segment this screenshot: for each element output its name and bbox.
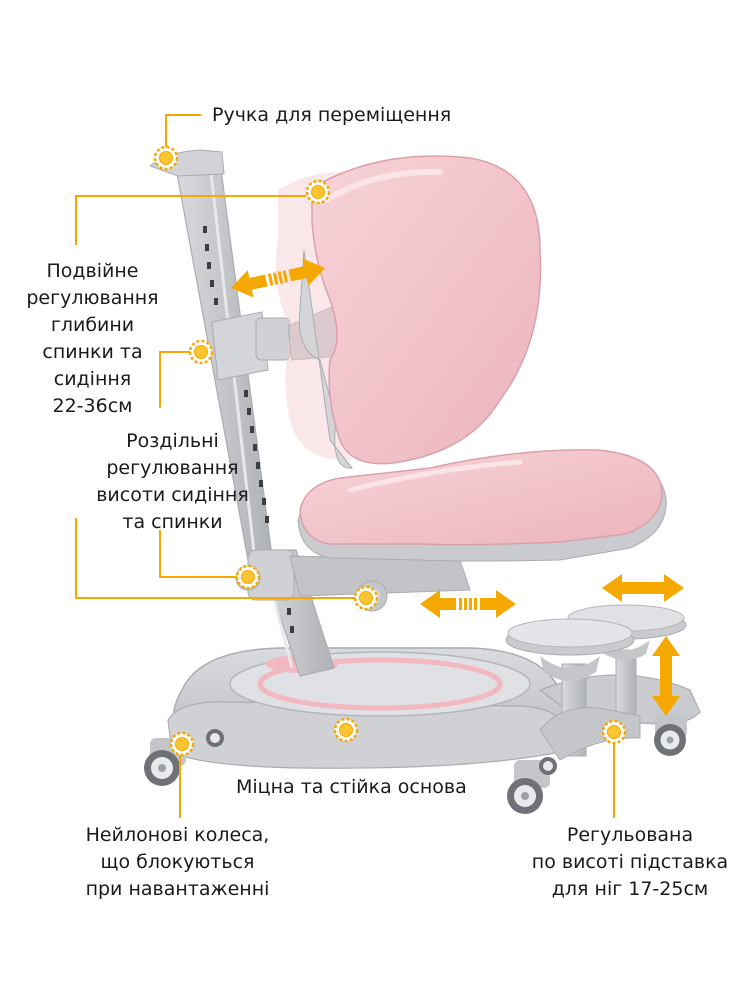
callout-footrest-line: по висоті підставка [531, 851, 729, 873]
sun-marker-icon [153, 145, 179, 171]
callout-height-line: та спинки [122, 511, 223, 533]
callout-wheels-line: Нейлонові колеса, [85, 824, 270, 846]
callout-depth-line: 22-36см [52, 395, 133, 417]
sun-marker-icon [188, 339, 214, 365]
sun-marker-icon [169, 731, 195, 757]
sun-marker-icon [353, 585, 379, 611]
height-column [148, 149, 471, 677]
callout-base: Міцна та стійка основа [236, 774, 467, 801]
callout-footrest-line: Регульована [566, 824, 694, 846]
sun-marker-icon [305, 179, 331, 205]
callout-depth-line: сидіння [53, 368, 132, 390]
footrest [505, 604, 687, 761]
caster-wheel-icon [206, 729, 224, 747]
caster-wheel-icon [654, 714, 687, 756]
callout-footrest-line: для ніг 17-25см [551, 878, 709, 900]
seat [297, 449, 667, 562]
callout-footrest: Регульована по висоті підставка для ніг … [530, 822, 730, 903]
double-arrow-icon [602, 574, 684, 602]
callout-height-line: регулювання [106, 457, 239, 479]
callout-wheels-line: що блокуються [100, 851, 255, 873]
double-arrow-icon [420, 590, 516, 618]
callout-depth-line: глибини [50, 314, 135, 336]
callout-depth-line: регулювання [26, 287, 159, 309]
callout-handle: Ручка для переміщення [212, 102, 451, 129]
sun-marker-icon [235, 564, 261, 590]
callout-depth-line: Подвійне [46, 260, 139, 282]
callout-lines [75, 114, 615, 818]
callout-wheels-line: при навантаженні [85, 878, 270, 900]
sun-marker-icon [601, 719, 627, 745]
callout-base-line: Міцна та стійка основа [236, 776, 467, 798]
backrest [298, 155, 542, 469]
sun-marker-icon [333, 717, 359, 743]
caster-wheel-icon [539, 757, 557, 775]
callout-wheels: Нейлонові колеса, що блокуються при нава… [60, 822, 295, 903]
callout-depth-line: спинки та [42, 341, 143, 363]
callout-height-line: висоти сидіння [96, 484, 249, 506]
callout-handle-line: Ручка для переміщення [212, 104, 452, 126]
double-arrow-icon [652, 636, 680, 716]
callout-height-line: Роздільні [126, 430, 219, 452]
callout-depth-adjust: Подвійне регулювання глибини спинки та с… [10, 258, 175, 420]
callout-height-adjust: Роздільні регулювання висоти сидіння та … [90, 428, 255, 536]
